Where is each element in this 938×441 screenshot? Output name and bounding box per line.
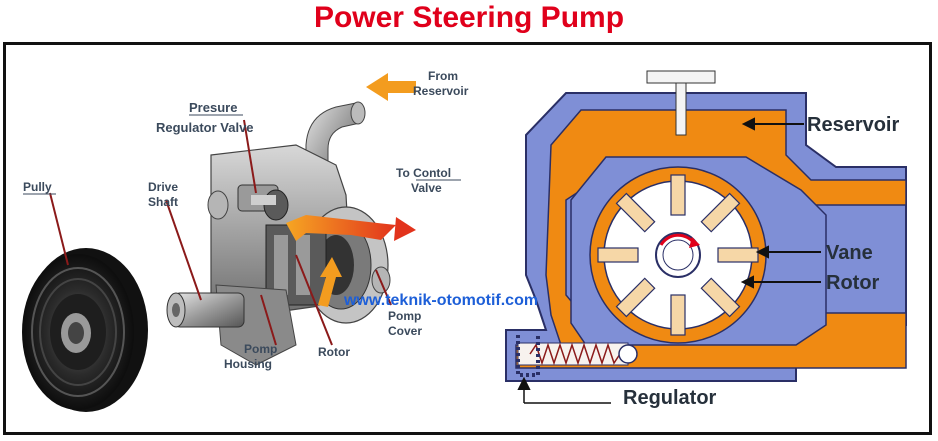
label-presure-line2: Regulator Valve xyxy=(156,120,254,135)
label-presure-line1: Presure xyxy=(189,100,237,115)
label-from-reservoir-line2: Reservoir xyxy=(413,84,469,98)
from-reservoir-arrow xyxy=(366,73,416,101)
pulley-illustration xyxy=(22,248,148,412)
label-to-control-line1: To Contol xyxy=(396,166,451,180)
pump-illustration xyxy=(166,101,416,366)
pump-diagram: Pully Drive Shaft Presure Regulator Valv… xyxy=(22,69,907,412)
page-title: Power Steering Pump xyxy=(313,1,625,34)
schematic-leader-arrows xyxy=(517,117,821,404)
label-vane: Vane xyxy=(826,242,873,264)
label-pomp-housing-line1: Pomp xyxy=(244,342,277,356)
label-rotor-right: Rotor xyxy=(826,272,880,294)
label-pomp-cover-line2: Cover xyxy=(388,324,422,338)
label-pully: Pully xyxy=(23,180,52,194)
watermark-text: www.teknik-otomotif.com xyxy=(343,292,538,309)
label-drive-shaft-line2: Shaft xyxy=(148,195,178,209)
label-pomp-cover-line1: Pomp xyxy=(388,309,421,323)
label-to-control-line2: Valve xyxy=(411,181,442,195)
label-pomp-housing-line2: Housing xyxy=(224,357,272,371)
diagram-frame: Pully Drive Shaft Presure Regulator Valv… xyxy=(3,42,932,435)
label-rotor-left: Rotor xyxy=(318,345,350,359)
vane-pump-schematic xyxy=(505,70,907,382)
label-from-reservoir-line1: From xyxy=(428,69,458,83)
label-regulator: Regulator xyxy=(623,387,717,409)
label-drive-shaft-line1: Drive xyxy=(148,180,178,194)
label-reservoir: Reservoir xyxy=(807,114,899,136)
